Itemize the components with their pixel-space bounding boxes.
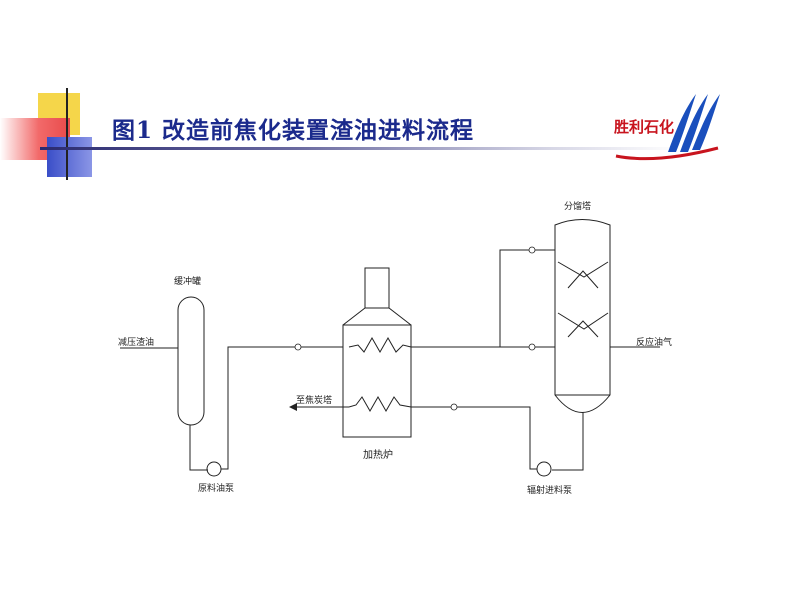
decor-vertical-line — [66, 88, 68, 180]
tray-4 — [567, 320, 599, 338]
logo-text: 胜利石化 — [614, 118, 675, 136]
valve-top — [528, 246, 536, 254]
valve-feed — [294, 343, 302, 351]
label-reaction-gas: 反应油气 — [636, 336, 672, 348]
valve-middle — [528, 343, 536, 351]
heater-stack — [364, 267, 390, 309]
fractionator-to-pump-line — [552, 412, 584, 471]
label-buffer-tank: 缓冲罐 — [174, 275, 201, 287]
title-underline — [40, 147, 680, 150]
label-fractionator: 分馏塔 — [564, 200, 591, 212]
logo-swoosh-icon — [615, 94, 720, 161]
tank-to-pump-line — [189, 425, 208, 471]
label-feed-pump: 原料油泵 — [198, 482, 234, 494]
tray-3 — [557, 312, 609, 330]
pump-to-heater-radiant-line — [411, 406, 537, 470]
slide-title: 图1 改造前焦化装置渣油进料流程 — [112, 117, 475, 144]
valve-radiant — [450, 403, 458, 411]
radiation-pump — [536, 461, 552, 477]
bypass-line — [499, 249, 555, 347]
label-residue-in: 减压渣油 — [118, 336, 154, 348]
pump-to-heater-line — [221, 346, 343, 470]
label-radiation-pump: 辐射进料泵 — [527, 484, 572, 496]
buffer-tank — [177, 296, 205, 426]
tray-1 — [557, 261, 609, 278]
convection-coil — [348, 336, 412, 354]
feed-pump — [206, 461, 222, 477]
heater-box — [342, 324, 412, 438]
heater-hood — [342, 307, 412, 326]
decor-blue-square — [47, 137, 92, 177]
company-logo: 胜利石化 — [606, 90, 722, 162]
radiant-coil — [348, 395, 412, 413]
label-to-coke-tower: 至焦炭塔 — [296, 394, 332, 406]
label-heater: 加热炉 — [363, 448, 393, 461]
tray-2 — [567, 270, 599, 289]
